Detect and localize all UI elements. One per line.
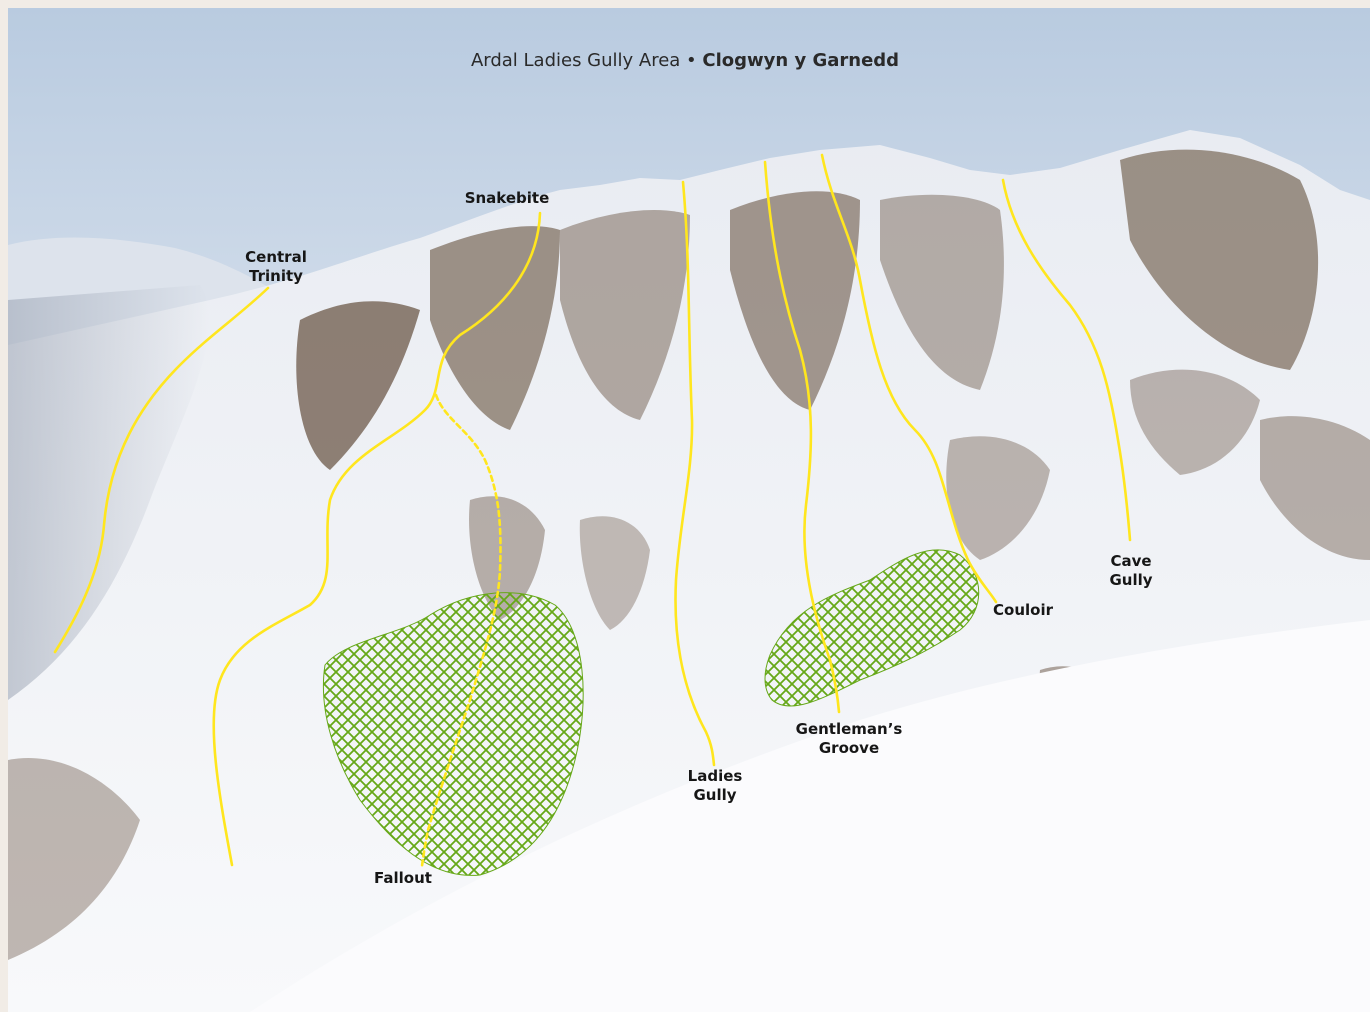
crag-name: Clogwyn y Garnedd [702, 50, 900, 71]
route-label-cave-gully: Cave Gully [1109, 552, 1153, 589]
route-line-fallout [420, 393, 502, 868]
route-label-fallout: Fallout [374, 869, 432, 887]
route-line-central-trinity [53, 286, 270, 654]
rock-bands [8, 149, 1370, 960]
route-label-couloir: Couloir [993, 601, 1053, 619]
title-separator: • [680, 50, 703, 71]
page-title: Ardal Ladies Gully Area • Clogwyn y Garn… [0, 50, 1370, 71]
route-line-ladies-gully [674, 180, 716, 767]
hatched-zone-right [764, 549, 980, 707]
hatched-zone-left [322, 592, 584, 876]
route-line-couloir [820, 153, 998, 604]
route-lines [53, 153, 1132, 868]
route-line-gentlemans-groove [763, 160, 841, 714]
area-name: Ardal Ladies Gully Area [470, 50, 681, 71]
route-label-ladies-gully: Ladies Gully [687, 767, 743, 804]
route-line-cave-gully [1001, 178, 1132, 542]
route-label-snakebite: Snakebite [464, 189, 550, 207]
route-label-gentlemans-groove: Gentleman’s Groove [795, 720, 903, 757]
route-label-central-trinity: Central Trinity [245, 248, 307, 285]
route-line-snakebite [212, 211, 542, 867]
snow-slope [250, 620, 1370, 1012]
